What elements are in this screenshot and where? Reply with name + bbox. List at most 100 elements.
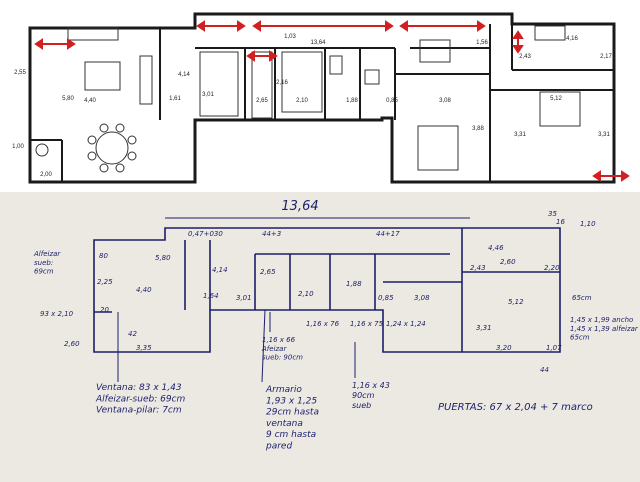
cad-left-height: 2,55 — [14, 70, 26, 76]
sketch-l-3-31: 3,31 — [476, 324, 492, 332]
sketch-l-1-24: 1,24 x 1,24 — [386, 320, 426, 328]
sketch-l-2-25: 2,25 — [97, 278, 113, 286]
note-line: 1,16 x 43 — [352, 381, 390, 390]
note-line: 90cm — [352, 391, 375, 400]
cad-hall-height: 4,14 — [178, 72, 190, 78]
note-line: 69cm — [34, 268, 54, 276]
cad-bottom-left-width: 2,00 — [40, 172, 52, 178]
cad-kitchen-height: 2,43 — [519, 54, 531, 60]
note-line: sueb: — [34, 259, 53, 267]
cad-dimension-labels: 13,64 4,40 5,80 2,55 1,00 2,00 1,61 4,14… — [12, 34, 612, 178]
sketch-corner-c: 1,10 — [580, 220, 596, 228]
sketch-l-20: 20 — [100, 306, 109, 314]
cad-living-height: 5,80 — [62, 96, 74, 102]
sketch-l-3-01: 3,01 — [236, 294, 252, 302]
sketch-l-1-07: 1,07 — [546, 344, 562, 352]
sketch-l-1-88: 1,88 — [346, 280, 362, 288]
note-line: 1,16 x 66 — [262, 336, 296, 344]
cad-living-width: 4,40 — [84, 98, 96, 104]
note-line: Ventana: 83 x 1,43 — [96, 383, 182, 393]
cad-bed2-height: 3,31 — [514, 132, 526, 138]
cad-outer-walls — [28, 12, 616, 184]
note-line: 1,45 x 1,99 ancho — [570, 316, 633, 324]
sketch-l-2-60: 2,60 — [64, 340, 80, 348]
sketch-l-44: 44 — [540, 366, 549, 374]
note-line: 1,45 x 1,39 alfeizar — [570, 325, 639, 333]
cad-hall-width: 1,61 — [169, 96, 181, 102]
sketch-puertas-note: PUERTAS: 67 x 2,04 + 7 marco — [438, 402, 593, 413]
sketch-l-65cm: 65cm — [572, 294, 592, 302]
cad-floor-plan: 13,64 4,40 5,80 2,55 1,00 2,00 1,61 4,14… — [0, 0, 640, 192]
note-line: Alfeizar-sueb: 69cm — [95, 394, 185, 404]
sketch-labels: 0,47+030 44+3 44+17 35 16 1,10 4,46 2,25… — [40, 210, 596, 374]
note-line: Armario — [265, 385, 302, 395]
sketch-l-2-43: 2,43 — [470, 264, 486, 272]
cad-bed1-height: 3,88 — [472, 126, 484, 132]
sketch-l-42: 42 — [128, 330, 137, 338]
note-line: Afeizar — [261, 345, 287, 353]
note-line: ventana — [266, 419, 303, 429]
sketch-l-3-35: 3,35 — [136, 344, 152, 352]
sketch-l-1-16-76: 1,16 x 76 — [306, 320, 340, 328]
sketch-top-mid2: 44+17 — [376, 230, 400, 238]
sketch-top-mid1: 44+3 — [262, 230, 281, 238]
sketch-l-0-85: 0,85 — [378, 294, 394, 302]
cad-kitchen-v: 3,01 — [202, 92, 214, 98]
note-line: 29cm hasta — [266, 408, 319, 418]
note-line: 65cm — [570, 334, 590, 342]
sketch-corner-a: 35 — [548, 210, 557, 218]
hand-sketch: 13,64 0,47+030 44+3 44+17 35 16 1,10 4,4… — [0, 192, 640, 482]
note-line: sueb — [352, 401, 371, 410]
note-line: Ventana-pilar: 7cm — [96, 406, 182, 416]
sketch-total-width: 13,64 — [281, 199, 318, 214]
cad-wc2-width: 0,85 — [386, 98, 398, 104]
sketch-l-2-65: 2,65 — [260, 268, 276, 276]
cad-bed2-height-2: 3,31 — [598, 132, 610, 138]
sketch-corner-d: 4,46 — [488, 244, 504, 252]
cad-interior-walls — [30, 24, 614, 182]
sketch-l-3-20: 3,20 — [496, 344, 512, 352]
sketch-corner-b: 16 — [556, 218, 565, 226]
sketch-l-5-12: 5,12 — [508, 298, 524, 306]
cad-bath-height: 2,16 — [276, 80, 288, 86]
cad-bath-width: 2,10 — [296, 98, 308, 104]
cad-kitchen-height-2: 2,17 — [600, 54, 612, 60]
cad-corridor-height: 1,03 — [284, 34, 296, 40]
sketch-l-2-60k: 2,60 — [500, 258, 516, 266]
cad-bed1-width: 3,08 — [439, 98, 451, 104]
cad-kitchen-width-2: 4,16 — [566, 36, 578, 42]
cad-kitchen-width: 2,65 — [256, 98, 268, 104]
note-line: 1,93 x 1,25 — [266, 396, 317, 406]
note-line: pared — [265, 441, 292, 451]
sketch-l-93: 93 x 2,10 — [40, 310, 74, 318]
sketch-top-left: 0,47+030 — [188, 230, 223, 238]
sketch-l-1-64: 1,64 — [203, 292, 219, 300]
sketch-l-2-10: 2,10 — [298, 290, 314, 298]
cad-bottom-left-height: 1,00 — [12, 144, 24, 150]
cad-bed2-width: 5,12 — [550, 96, 562, 102]
cad-red-arrows — [34, 20, 630, 182]
cad-furniture — [35, 25, 581, 173]
sketch-leader-lines — [117, 309, 356, 383]
sketch-l-4-40: 4,40 — [136, 286, 152, 294]
sketch-l-5-80: 5,80 — [155, 254, 171, 262]
note-line: 9 cm hasta — [266, 430, 316, 440]
sketch-walls — [93, 227, 561, 353]
sketch-l-1-16-75: 1,16 x 75 — [350, 320, 384, 328]
sketch-l-80: 80 — [99, 252, 108, 260]
cad-wc-width: 1,88 — [346, 98, 358, 104]
note-line: sueb: 90cm — [262, 354, 303, 362]
cad-tv-height: 1,56 — [476, 40, 488, 46]
sketch-l-4-14: 4,14 — [212, 266, 228, 274]
note-line: Alfeizar — [33, 250, 61, 258]
sketch-l-3-08: 3,08 — [414, 294, 430, 302]
sketch-l-2-20: 2,20 — [544, 264, 560, 272]
cad-overall-width: 13,64 — [310, 40, 326, 46]
